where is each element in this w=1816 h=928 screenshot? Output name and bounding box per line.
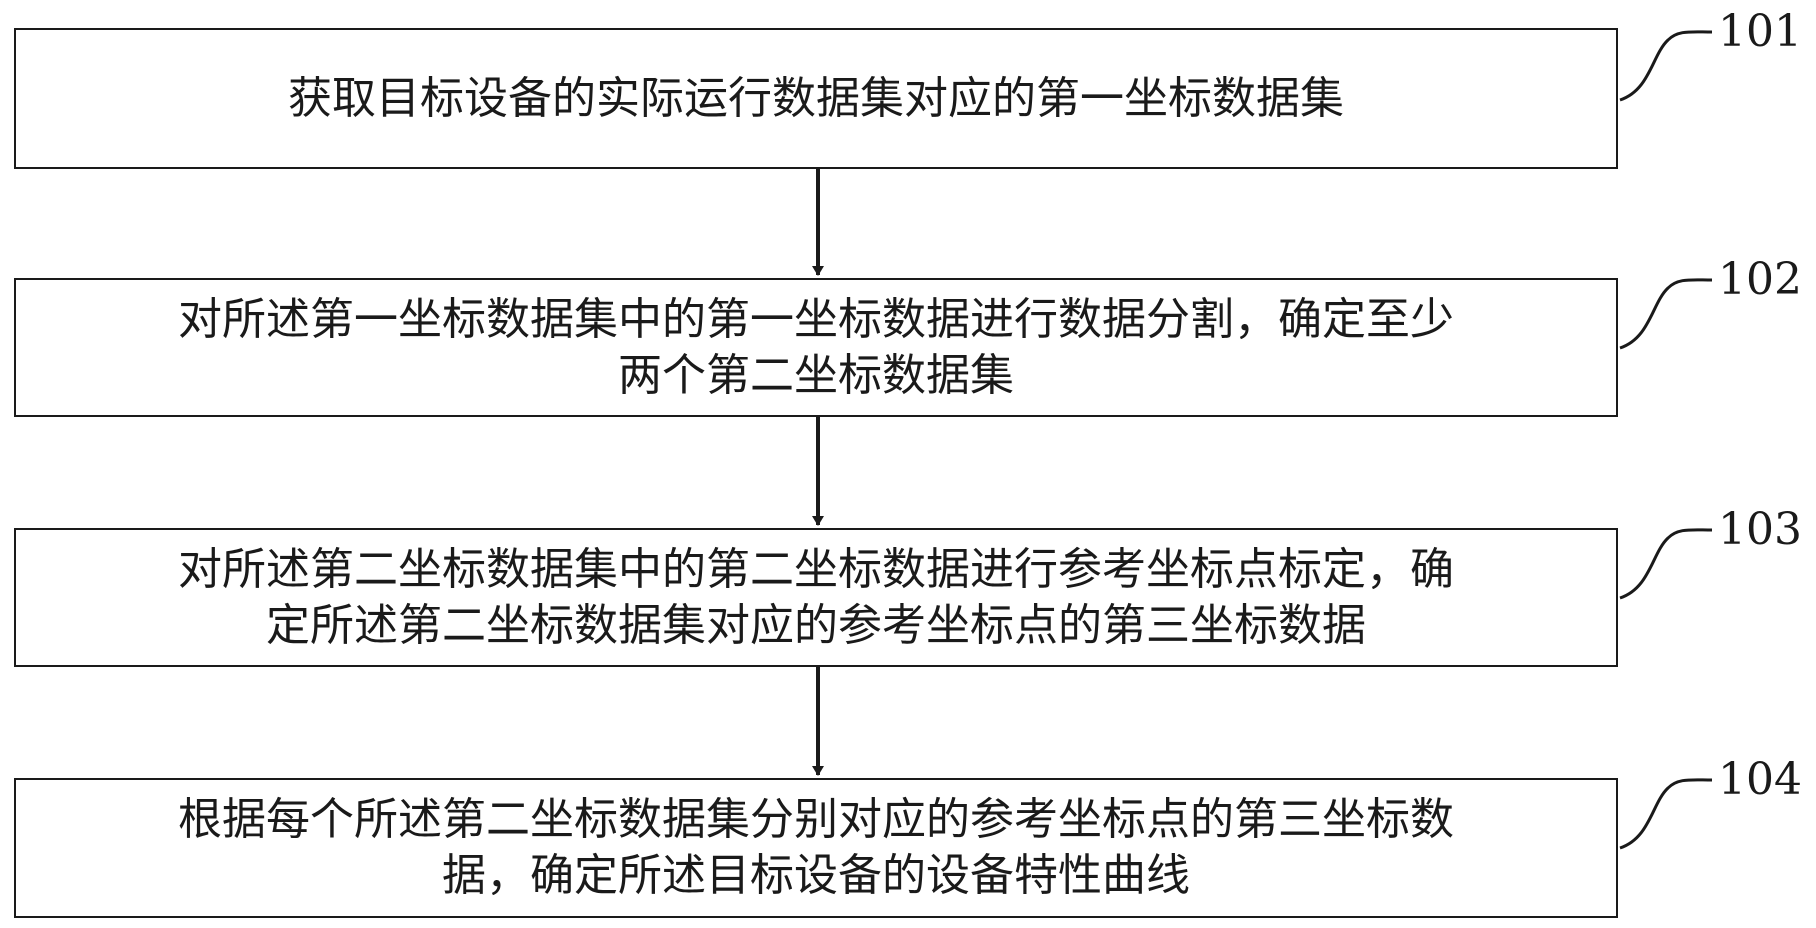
step-box-101: 获取目标设备的实际运行数据集对应的第一坐标数据集	[14, 28, 1618, 169]
step-text-line: 定所述第二坐标数据集对应的参考坐标点的第三坐标数据	[266, 599, 1366, 651]
step-label-101: 101	[1718, 6, 1802, 57]
step-box-102: 对所述第一坐标数据集中的第一坐标数据进行数据分割，确定至少 两个第二坐标数据集	[14, 278, 1618, 417]
step-text-102: 对所述第一坐标数据集中的第一坐标数据进行数据分割，确定至少 两个第二坐标数据集	[178, 292, 1454, 404]
step-text-line: 据，确定所述目标设备的设备特性曲线	[442, 850, 1190, 901]
step-box-104: 根据每个所述第二坐标数据集分别对应的参考坐标点的第三坐标数 据，确定所述目标设备…	[14, 778, 1618, 918]
leader-line-101	[1619, 30, 1713, 102]
step-text-104: 根据每个所述第二坐标数据集分别对应的参考坐标点的第三坐标数 据，确定所述目标设备…	[178, 792, 1454, 904]
step-text-103: 对所述第二坐标数据集中的第二坐标数据进行参考坐标点标定，确 定所述第二坐标数据集…	[178, 542, 1454, 654]
step-text-line: 对所述第一坐标数据集中的第一坐标数据进行数据分割，确定至少	[178, 293, 1454, 345]
step-text-line: 对所述第二坐标数据集中的第二坐标数据进行参考坐标点标定，确	[178, 543, 1454, 595]
step-text-line: 两个第二坐标数据集	[618, 349, 1014, 401]
step-text-line: 根据每个所述第二坐标数据集分别对应的参考坐标点的第三坐标数	[178, 794, 1454, 845]
leader-line-104	[1619, 778, 1713, 850]
step-label-102: 102	[1718, 254, 1802, 305]
step-label-103: 103	[1718, 504, 1802, 555]
step-text-101: 获取目标设备的实际运行数据集对应的第一坐标数据集	[288, 71, 1344, 127]
step-text-line: 获取目标设备的实际运行数据集对应的第一坐标数据集	[288, 72, 1344, 124]
leader-line-103	[1619, 528, 1713, 600]
step-box-103: 对所述第二坐标数据集中的第二坐标数据进行参考坐标点标定，确 定所述第二坐标数据集…	[14, 528, 1618, 667]
step-label-104: 104	[1718, 754, 1802, 805]
leader-line-102	[1619, 278, 1713, 350]
